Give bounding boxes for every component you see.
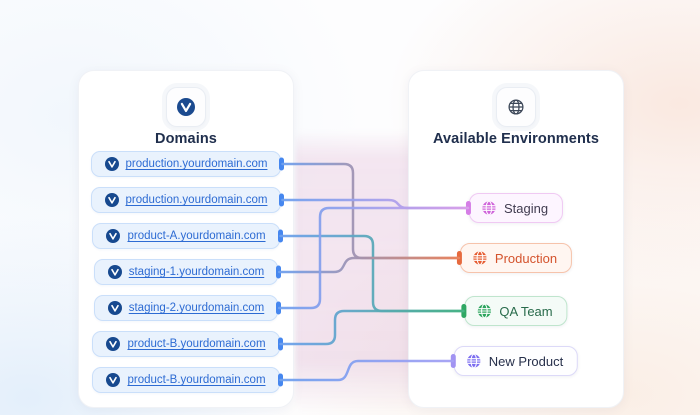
connector-nub-left: [451, 354, 456, 368]
domain-list: production.yourdomain.com production.you…: [79, 151, 293, 393]
domain-chip-0[interactable]: production.yourdomain.com: [91, 151, 282, 177]
background-accent-band: [296, 130, 416, 412]
connector-nub-right: [278, 374, 283, 387]
domains-panel-title: Domains: [79, 131, 293, 147]
domain-link[interactable]: staging-2.yourdomain.com: [129, 302, 265, 314]
connector-nub-right: [276, 266, 281, 279]
environment-globe-icon: [473, 251, 487, 265]
connector-nub-right: [279, 194, 284, 207]
environment-label: Staging: [504, 201, 548, 216]
domain-chip-6[interactable]: product-B.yourdomain.com: [92, 367, 279, 393]
environment-chip-production[interactable]: Production: [460, 243, 572, 273]
domain-link[interactable]: staging-1.yourdomain.com: [129, 266, 265, 278]
domain-chip-3[interactable]: staging-1.yourdomain.com: [94, 259, 279, 285]
domain-circle-v-icon: [108, 301, 122, 315]
domain-link[interactable]: production.yourdomain.com: [126, 158, 268, 170]
environments-panel: Available Environments Staging: [408, 70, 624, 408]
environments-panel-title: Available Environments: [409, 131, 623, 147]
domain-circle-v-icon: [108, 265, 122, 279]
environments-panel-badge: [496, 87, 536, 127]
globe-icon: [507, 98, 525, 116]
connector-nub-right: [278, 338, 283, 351]
domain-chip-2[interactable]: product-A.yourdomain.com: [92, 223, 279, 249]
domain-chip-1[interactable]: production.yourdomain.com: [91, 187, 282, 213]
domain-circle-v-icon: [105, 193, 119, 207]
environment-globe-icon: [467, 354, 481, 368]
domain-circle-v-icon: [106, 229, 120, 243]
environment-chip-staging[interactable]: Staging: [469, 193, 563, 223]
environment-chip-qa-team[interactable]: QA Team: [464, 296, 567, 326]
connector-nub-right: [278, 230, 283, 243]
domain-circle-v-icon: [105, 157, 119, 171]
domain-circle-v-icon: [106, 373, 120, 387]
domain-link[interactable]: product-A.yourdomain.com: [127, 230, 265, 242]
domain-circle-v-icon: [177, 98, 195, 116]
domain-link[interactable]: production.yourdomain.com: [126, 194, 268, 206]
environment-label: New Product: [489, 354, 563, 369]
environment-globe-icon: [477, 304, 491, 318]
domain-circle-v-icon: [106, 337, 120, 351]
environment-globe-icon: [482, 201, 496, 215]
connector-nub-left: [457, 251, 462, 265]
connector-nub-right: [276, 302, 281, 315]
domain-link[interactable]: product-B.yourdomain.com: [127, 374, 265, 386]
environment-label: Production: [495, 251, 557, 266]
environment-chip-new-product[interactable]: New Product: [454, 346, 578, 376]
domain-link[interactable]: product-B.yourdomain.com: [127, 338, 265, 350]
environment-label: QA Team: [499, 304, 552, 319]
domain-chip-5[interactable]: product-B.yourdomain.com: [92, 331, 279, 357]
domains-panel-badge: [166, 87, 206, 127]
connector-nub-left: [461, 304, 466, 318]
domain-chip-4[interactable]: staging-2.yourdomain.com: [94, 295, 279, 321]
domains-panel: Domains production.yourdomain.com produc…: [78, 70, 294, 408]
connector-nub-left: [466, 201, 471, 215]
connector-nub-right: [279, 158, 284, 171]
